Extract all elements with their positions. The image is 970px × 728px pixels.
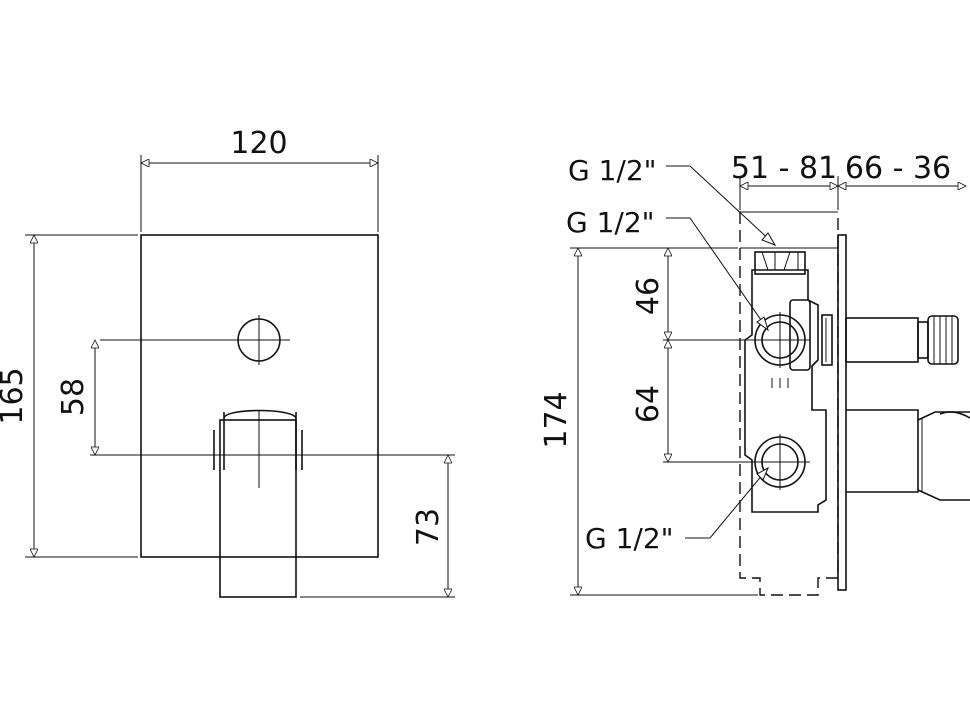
dimension-side-height: 174 (539, 248, 758, 595)
thread-bottom-label: G 1/2" (585, 522, 674, 555)
thread-top-label: G 1/2" (568, 154, 657, 187)
lower-spacing-label: 64 (631, 385, 666, 423)
valve-body (744, 251, 833, 513)
thread-callout-mid: G 1/2" (566, 206, 769, 332)
side-view: 51 - 81 66 - 36 174 46 64 G 1/2" (539, 151, 970, 595)
lower-port (663, 434, 810, 490)
dimension-width: 120 (141, 126, 378, 232)
dimension-lower-spacing: 64 (631, 340, 668, 462)
thread-callout-top: G 1/2" (568, 154, 777, 246)
side-height-label: 174 (539, 391, 574, 448)
dimension-upper-spacing: 46 (631, 248, 668, 340)
lever-handle (90, 409, 455, 598)
thread-mid-label: G 1/2" (566, 206, 655, 239)
side-lever (846, 409, 970, 501)
front-cover-plate (140, 234, 379, 558)
diverter-spindle (845, 315, 959, 365)
width-label: 120 (230, 126, 287, 161)
upper-port (663, 312, 810, 388)
spacing-label: 58 (56, 378, 91, 416)
depth-label-2: 66 - 36 (845, 151, 951, 186)
dimension-depth-2: 66 - 36 (838, 151, 966, 186)
dimension-depth-1: 51 - 81 (731, 151, 838, 210)
side-cover-plate (837, 234, 847, 591)
height-label: 165 (0, 367, 30, 424)
diverter-knob (100, 315, 290, 365)
front-view: 120 165 58 73 (0, 126, 455, 597)
lever-label: 73 (411, 508, 446, 546)
dimension-spacing: 58 (56, 340, 95, 455)
thread-callout-bottom: G 1/2" (585, 466, 770, 555)
dimension-height: 165 (0, 235, 138, 557)
dimension-lever: 73 (300, 455, 455, 597)
depth-label-1: 51 - 81 (731, 151, 837, 186)
upper-spacing-label: 46 (631, 277, 666, 315)
wall-box-outline (739, 212, 839, 596)
